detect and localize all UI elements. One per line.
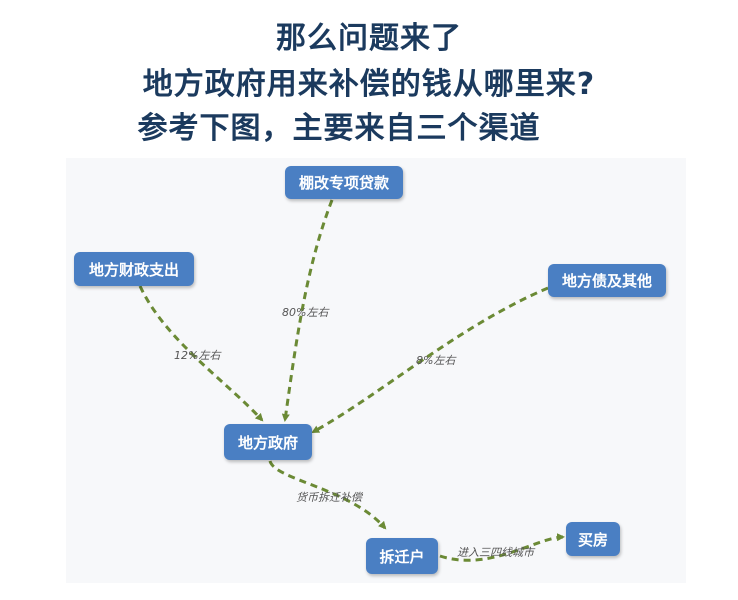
arrow-fiscal-to-government: [138, 285, 264, 422]
label-debt-share: 8%左右: [416, 354, 456, 367]
node-buy-house: 买房: [566, 522, 620, 556]
arrow-debt-to-government: [311, 286, 549, 434]
node-shantytown-loan: 棚改专项贷款: [285, 166, 403, 199]
arrow-household-to-buy-house: [439, 533, 565, 562]
node-local-debt: 地方债及其他: [548, 264, 666, 297]
arrow-loan-to-government: [281, 199, 334, 422]
diagram-background: [66, 158, 686, 583]
label-fiscal-share: 12%左右: [174, 349, 221, 362]
node-demolished-household: 拆迁户: [366, 538, 438, 574]
label-monetary-compensation: 货币拆迁补偿: [296, 491, 362, 504]
node-local-fiscal-spending: 地方财政支出: [74, 252, 194, 286]
headline-line-3: 参考下图，主要来自三个渠道: [137, 111, 541, 146]
headline-line-1: 那么问题来了: [276, 21, 462, 56]
arrow-government-to-household: [268, 460, 387, 530]
headline-line-2: 地方政府用来补偿的钱从哪里来?: [142, 67, 596, 102]
node-local-government: 地方政府: [224, 424, 312, 460]
label-to-lower-tier-cities: 进入三四线城市: [457, 546, 534, 559]
label-loan-share: 80%左右: [282, 306, 329, 319]
